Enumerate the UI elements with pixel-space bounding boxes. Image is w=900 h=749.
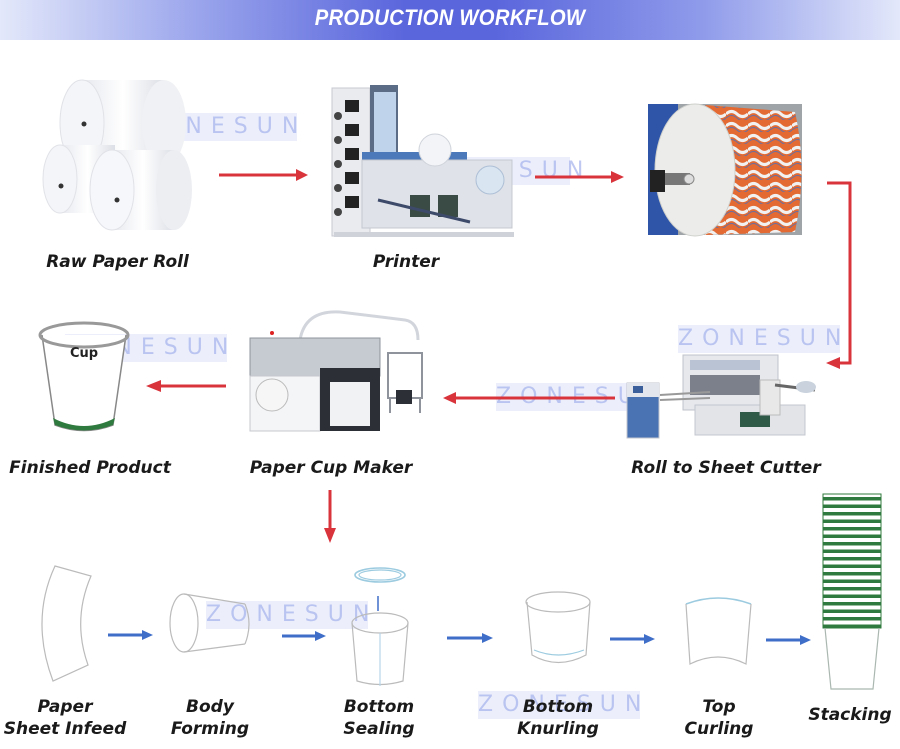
step-arrow-icon xyxy=(108,630,153,640)
arrow-down-icon xyxy=(324,490,336,543)
step-arrow-icon xyxy=(447,633,493,643)
label-printer: Printer xyxy=(372,252,440,272)
stacking-icon xyxy=(822,493,882,690)
arrow-right-icon xyxy=(219,169,308,181)
header-banner: PRODUCTION WORKFLOW xyxy=(0,0,900,40)
label-finished-product: Finished Product xyxy=(9,458,171,478)
arrow-left-icon xyxy=(443,392,615,404)
paper-sheet-infeed-icon xyxy=(41,565,92,682)
page-title: PRODUCTION WORKFLOW xyxy=(314,5,586,30)
step-label-stacking: Stacking xyxy=(808,705,892,725)
paper-roll-right xyxy=(89,149,192,231)
watermark: ZONESUN xyxy=(206,601,379,629)
step-arrow-icon xyxy=(766,635,811,645)
step-label-bottom-knurling: Bottom Knurling xyxy=(517,697,599,739)
cup-text: Cup xyxy=(70,346,98,361)
body-forming-icon xyxy=(169,593,250,653)
paper-roll-top xyxy=(59,79,186,167)
arrow-left-icon xyxy=(146,380,226,392)
label-paper-cup-maker: Paper Cup Maker xyxy=(249,458,413,478)
watermark: ZONESUN xyxy=(478,691,651,719)
label-roll-to-sheet-cutter: Roll to Sheet Cutter xyxy=(631,458,821,478)
label-raw-paper-roll: Raw Paper Roll xyxy=(46,252,189,272)
arrow-elbow-down-left-icon xyxy=(826,181,852,369)
bottom-knurling-icon xyxy=(525,591,591,664)
step-label-paper-sheet-infeed: Paper Sheet Infeed xyxy=(3,697,127,739)
arrow-right-icon xyxy=(535,171,624,183)
step-label-bottom-sealing: Bottom Sealing xyxy=(343,697,415,739)
top-curling-icon xyxy=(685,597,752,665)
step-label-top-curling: Top Curling xyxy=(684,697,754,739)
step-label-body-forming: Body Forming xyxy=(170,697,250,739)
step-arrow-icon xyxy=(282,631,326,641)
bottom-sealing-icon xyxy=(351,567,409,686)
step-arrow-icon xyxy=(610,634,655,644)
watermark: ZONESUN xyxy=(678,325,851,353)
